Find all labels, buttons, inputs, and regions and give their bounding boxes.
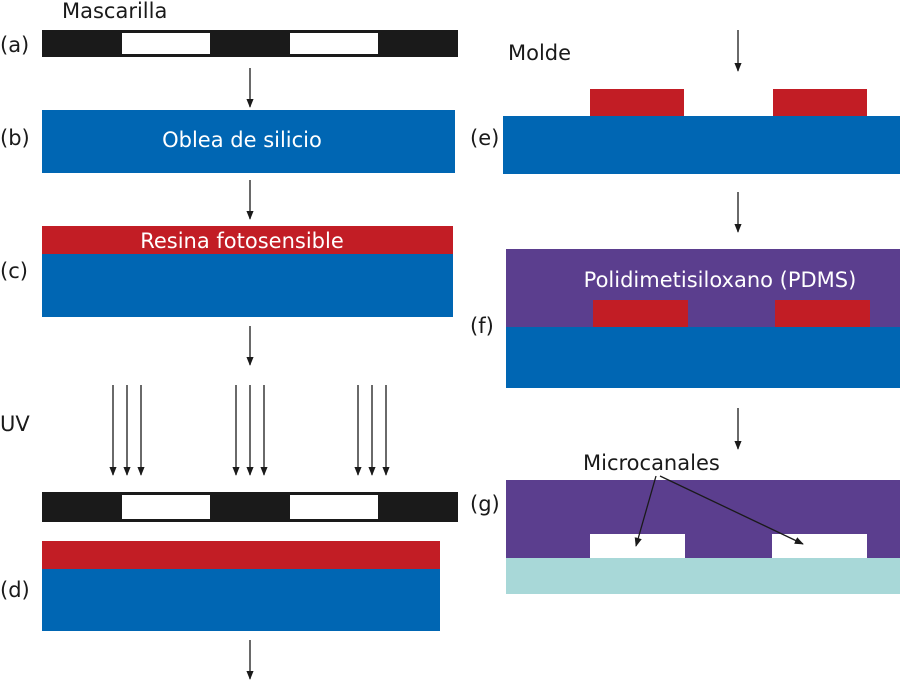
pdms-label: Polidimetisiloxano (PDMS): [584, 268, 857, 292]
mask-window: [122, 33, 210, 54]
step-label-c: (c): [0, 259, 28, 283]
glass-substrate: [506, 558, 900, 594]
mask-bar: [42, 30, 458, 57]
pointer-line: [634, 475, 657, 547]
mask-window: [290, 33, 378, 54]
step-label-e: (e): [470, 126, 499, 150]
step-label-f: (f): [470, 314, 494, 338]
uv-rays: [109, 385, 390, 476]
uv-label: UV: [0, 412, 30, 436]
microchannels-label: Microcanales: [583, 451, 720, 475]
mask-title: Mascarilla: [62, 0, 167, 23]
resist-feature: [775, 300, 870, 327]
step-label-a: (a): [0, 33, 29, 57]
mask-d: [42, 492, 458, 522]
resist-layer-d: [42, 541, 440, 569]
resist-feature: [773, 89, 867, 116]
microchannel: [772, 534, 867, 558]
mask-bar: [42, 492, 458, 522]
mask-window: [122, 495, 210, 519]
mold-label: Molde: [508, 41, 571, 65]
microchannel: [590, 534, 685, 558]
step-label-b: (b): [0, 126, 30, 150]
resist-layer-c: [42, 226, 453, 254]
wafer-label: Oblea de silicio: [162, 128, 322, 152]
resist-feature: [590, 89, 684, 116]
silicon-wafer-c: [42, 254, 453, 317]
step-label-d: (d): [0, 578, 30, 602]
mask-a: [42, 30, 458, 57]
silicon-wafer-f: [506, 327, 900, 388]
mask-window: [290, 495, 378, 519]
step-label-g: (g): [470, 492, 500, 516]
pointer-line: [659, 475, 804, 545]
resist-label: Resina fotosensible: [140, 229, 344, 253]
silicon-wafer-b: [42, 110, 455, 173]
resist-feature: [593, 300, 688, 327]
silicon-wafer-e: [503, 116, 900, 174]
silicon-wafer-d: [42, 569, 440, 631]
